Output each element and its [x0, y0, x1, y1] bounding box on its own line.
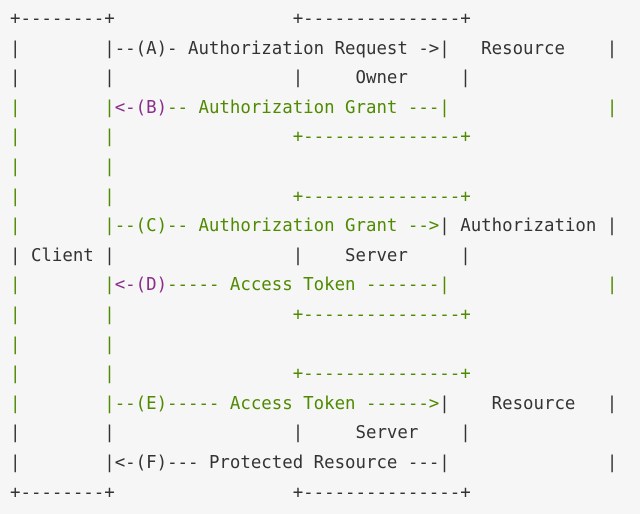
diagram-text: | | | Server | [10, 423, 471, 444]
diagram-line: | | +---------------+ [10, 301, 471, 331]
diagram-text: | | [10, 275, 115, 296]
diagram-text: --(A)- Authorization Request -> [114, 38, 440, 59]
diagram-line: | |--(C)-- Authorization Grant -->| Auth… [10, 212, 617, 242]
diagram-text: | | [439, 97, 618, 118]
diagram-text: <-(D) [114, 275, 168, 296]
diagram-text: | | +---------------+ [10, 186, 471, 207]
diagram-line: +--------+ +---------------+ [10, 5, 471, 35]
diagram-text: | | +---------------+ [10, 305, 471, 325]
diagram-text: -- Authorization Grant --- [167, 97, 440, 118]
diagram-text: --- Protected Resource --- [167, 453, 440, 473]
diagram-text: | | [10, 38, 115, 59]
diagram-text: | | [10, 334, 115, 355]
diagram-text: <-(B) [114, 97, 168, 118]
diagram-line: | | +---------------+ [10, 360, 471, 390]
diagram-line: | Client | | Server | [10, 242, 471, 272]
diagram-text: <-(F) [114, 453, 168, 473]
diagram-text: | Authorization | [439, 216, 618, 237]
diagram-text: | | [10, 393, 115, 414]
diagram-text: | | +---------------+ [10, 364, 471, 385]
diagram-text: | | | Owner | [10, 68, 471, 89]
diagram-line: +--------+ +---------------+ [10, 479, 471, 509]
diagram-text: | Client | | Server | [10, 245, 471, 266]
diagram-text: +--------+ +---------------+ [10, 9, 471, 29]
diagram-text: | | [10, 97, 115, 118]
diagram-line: | |<-(D)----- Access Token -------| | [10, 271, 617, 301]
diagram-text: | | [10, 453, 115, 473]
diagram-text: | | [10, 216, 115, 237]
diagram-line: | | [10, 153, 115, 183]
diagram-text: | Resource | [439, 393, 618, 414]
diagram-text: | | [10, 157, 115, 177]
diagram-line: | |--(E)----- Access Token ------>| Reso… [10, 390, 617, 420]
diagram-line: | | [10, 331, 115, 361]
diagram-line: | |<-(B)-- Authorization Grant ---| | [10, 94, 617, 124]
diagram-text: ----- Access Token ------- [167, 275, 440, 296]
diagram-line: | | | Server | [10, 419, 471, 449]
diagram-line: | | +---------------+ [10, 123, 471, 153]
diagram-line: | | +---------------+ [10, 183, 471, 213]
diagram-text: --(C)-- Authorization Grant --> [114, 216, 440, 237]
diagram-text: | | [439, 275, 618, 296]
diagram-text: | | +---------------+ [10, 127, 471, 148]
diagram-line: | | | Owner | [10, 64, 471, 94]
diagram-text: | Resource | [439, 38, 618, 59]
diagram-line: | |--(A)- Authorization Request ->| Reso… [10, 35, 617, 65]
diagram-text: --(E)----- Access Token ------> [114, 393, 440, 414]
diagram-text: | | [439, 453, 618, 473]
diagram-text: +--------+ +---------------+ [10, 482, 471, 503]
diagram-line: | |<-(F)--- Protected Resource ---| | [10, 449, 617, 479]
